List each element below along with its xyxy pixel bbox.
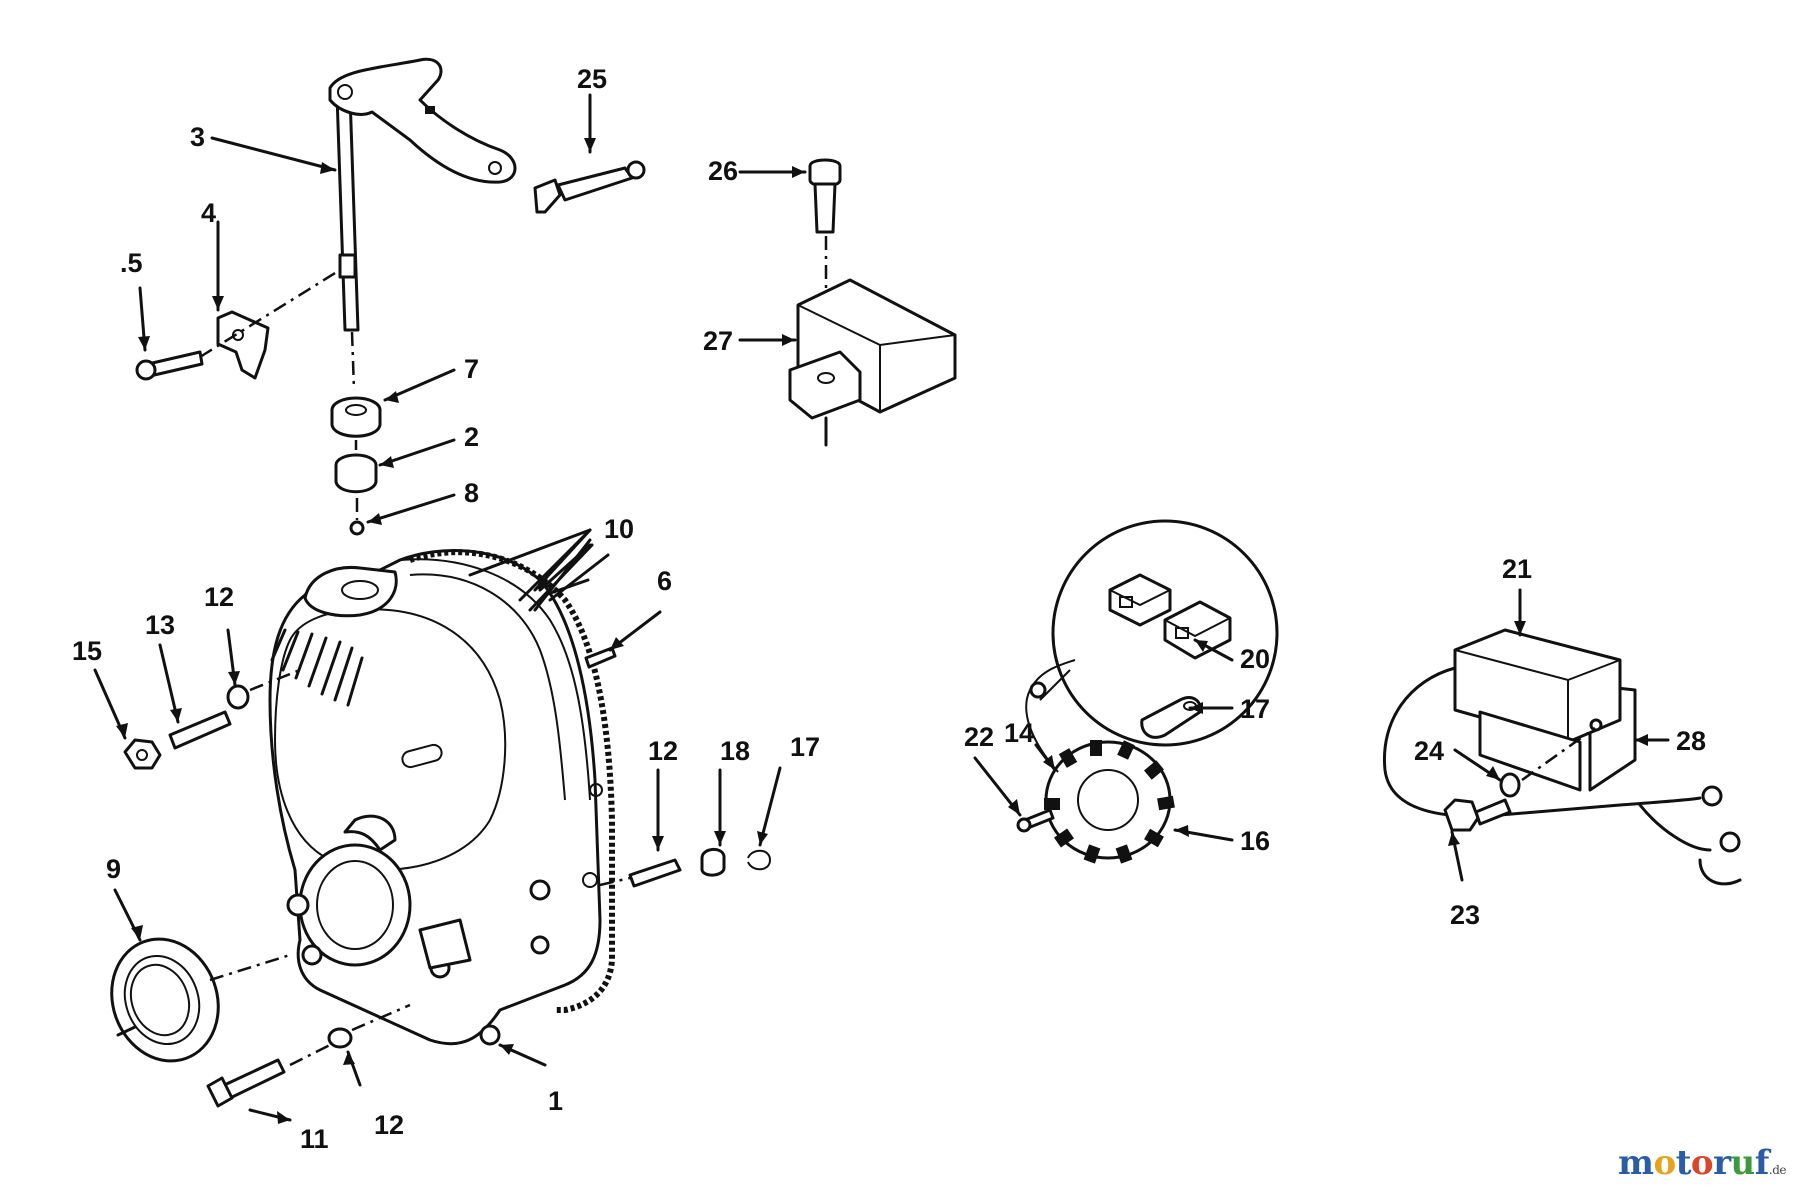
callout-25: 24 [1414, 736, 1444, 766]
ignition-module [788, 278, 957, 420]
watermark-letter: r [1713, 1143, 1731, 1183]
callout-24: 23 [1450, 900, 1480, 930]
bracket [216, 310, 270, 380]
stud [168, 710, 232, 750]
callout-2: 2 [464, 422, 479, 452]
callout-5: .5 [120, 248, 143, 278]
check-ball [349, 520, 365, 536]
callout-12-upper: 12 [204, 582, 234, 612]
cover-bolt [206, 1058, 286, 1108]
callout-19: 17 [790, 732, 820, 762]
watermark-suffix: .de [1768, 1163, 1787, 1177]
watermark-letter: f [1754, 1143, 1770, 1183]
bolt [808, 158, 842, 234]
watermark-letter: m [1618, 1143, 1654, 1183]
callout-21: 20 [1240, 644, 1270, 674]
governor-shaft-arm [328, 57, 517, 332]
callout-18: 17 [1240, 694, 1270, 724]
clip [747, 849, 772, 871]
callout-12-lower: 12 [374, 1110, 404, 1140]
callout-labels: 3 25 26 4 .5 27 7 2 8 10 6 12 13 15 12 1… [72, 64, 1706, 1154]
callout-13: 12 [648, 736, 678, 766]
oil-seal [110, 937, 220, 1063]
regulator-washer [1499, 772, 1521, 798]
watermark-letter: o [1690, 1143, 1714, 1183]
callout-11: 11 [300, 1124, 329, 1154]
callout-6: 6 [657, 566, 672, 596]
callout-8: 8 [464, 478, 479, 508]
watermark-letter: t [1675, 1143, 1692, 1183]
gear-cover [268, 548, 602, 1046]
watermark-letter: o [1653, 1143, 1677, 1183]
callout-1: 1 [548, 1086, 563, 1116]
washer-lower [327, 1027, 353, 1049]
callout-9: 9 [106, 854, 121, 884]
callout-27: 26 [708, 156, 738, 186]
callout-28: 27 [703, 326, 733, 356]
screw [135, 350, 204, 381]
leader-arrowheads [116, 138, 1648, 1124]
callout-3: 3 [190, 122, 205, 152]
stator [1044, 740, 1175, 864]
callout-7: 7 [464, 354, 479, 384]
callout-16: 15 [72, 636, 102, 666]
gasket [409, 549, 615, 1013]
bushing-lower [334, 453, 378, 494]
callout-4: 4 [201, 198, 216, 228]
callout-10: 10 [604, 514, 634, 544]
callout-29: 28 [1676, 726, 1706, 756]
plug [700, 848, 726, 877]
regulator-bolt [1443, 798, 1512, 832]
watermark-letter: u [1730, 1143, 1756, 1183]
pin [628, 858, 682, 888]
washer-upper [226, 684, 250, 710]
callout-20: 18 [720, 736, 750, 766]
callout-15: 14 [1004, 718, 1034, 748]
bushing-upper [330, 396, 382, 438]
callout-23: 22 [964, 722, 994, 752]
callout-26: 25 [577, 64, 607, 94]
callout-22: 21 [1502, 554, 1532, 584]
watermark-logo: motoruf.de [1618, 1143, 1786, 1183]
dowel-pin [584, 646, 617, 669]
regulator [1453, 628, 1637, 792]
governor-link [533, 160, 646, 214]
nut [123, 738, 162, 770]
callout-17: 16 [1240, 826, 1270, 856]
callout-14: 13 [145, 610, 175, 640]
